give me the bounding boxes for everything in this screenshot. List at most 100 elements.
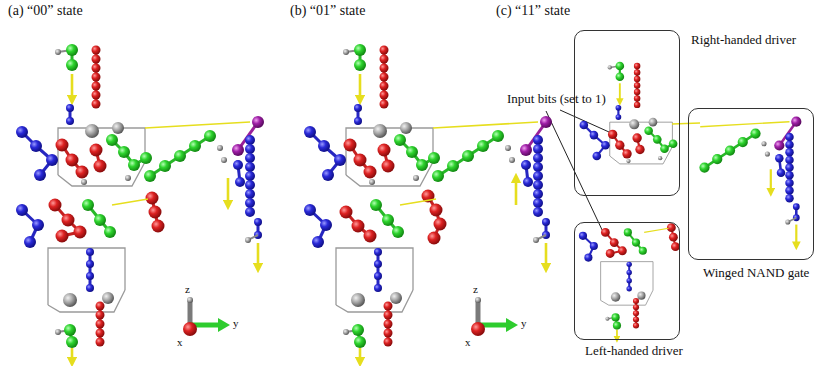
atom xyxy=(601,141,610,150)
atom xyxy=(233,160,243,170)
atom xyxy=(633,304,639,310)
atom xyxy=(637,292,645,300)
atom xyxy=(96,338,105,347)
atom xyxy=(92,46,101,55)
atom xyxy=(221,157,227,163)
group-label: Winged NAND gate xyxy=(703,266,809,281)
leader-line xyxy=(546,111,604,234)
atom xyxy=(76,166,89,179)
atom xyxy=(671,242,680,251)
atom xyxy=(629,119,639,129)
atom xyxy=(533,162,543,172)
atom xyxy=(81,179,87,185)
atom xyxy=(245,135,255,145)
atom xyxy=(633,310,639,316)
spin-arrow xyxy=(515,178,518,205)
atom xyxy=(245,237,251,243)
atom xyxy=(785,179,794,188)
atom xyxy=(785,219,790,224)
atom xyxy=(94,160,107,173)
atom xyxy=(352,324,364,336)
atom xyxy=(92,100,101,109)
atom xyxy=(85,124,99,138)
atom xyxy=(252,116,264,128)
atom xyxy=(92,73,101,82)
atom xyxy=(369,179,375,185)
atom xyxy=(634,69,640,75)
frame-bond xyxy=(336,290,413,312)
leader-lines xyxy=(546,110,609,234)
atom xyxy=(390,292,402,304)
atom xyxy=(616,72,625,81)
atom xyxy=(92,82,101,91)
atom xyxy=(615,141,624,150)
atom xyxy=(632,239,640,247)
atom xyxy=(533,171,543,181)
axis-label: x xyxy=(177,336,183,349)
atom xyxy=(90,144,103,157)
atom xyxy=(96,302,105,311)
atom xyxy=(622,149,631,158)
atom xyxy=(380,100,389,109)
atom xyxy=(86,284,94,292)
coupling-line xyxy=(145,122,250,128)
frame-bond xyxy=(336,248,413,305)
atom xyxy=(235,177,245,187)
atom xyxy=(370,199,382,211)
atom xyxy=(187,297,193,303)
atom xyxy=(245,162,255,172)
atom xyxy=(634,102,640,108)
atom xyxy=(66,336,78,348)
atom xyxy=(96,329,105,338)
spin-arrow xyxy=(770,169,772,192)
atom xyxy=(380,64,389,73)
atom xyxy=(382,160,395,173)
atom xyxy=(378,144,391,157)
axis-label: x xyxy=(465,336,471,349)
atom xyxy=(189,140,201,152)
atom xyxy=(471,322,485,336)
atom xyxy=(334,154,346,166)
atom xyxy=(533,180,543,190)
atom xyxy=(384,329,393,338)
atom xyxy=(785,186,794,195)
atom xyxy=(606,249,615,258)
atom xyxy=(610,238,619,247)
atom xyxy=(542,218,550,226)
atom xyxy=(626,270,631,275)
atom xyxy=(56,139,69,152)
frame-bond xyxy=(601,262,653,301)
atom xyxy=(509,157,515,163)
panel-title: (b) “01” state xyxy=(290,3,365,19)
panel-a-structure xyxy=(16,44,264,362)
atom xyxy=(354,59,366,71)
atom xyxy=(626,159,630,163)
atom xyxy=(712,154,722,164)
group-box: Left-handed driver xyxy=(574,222,680,340)
spin-arrow xyxy=(359,74,362,100)
axis-y-head xyxy=(218,318,230,332)
atom xyxy=(30,140,42,152)
gate-structure xyxy=(699,117,801,246)
coupling-line xyxy=(400,199,436,205)
atom xyxy=(584,253,592,261)
atom xyxy=(46,154,58,166)
coupling-line xyxy=(112,199,148,205)
atom xyxy=(318,140,330,152)
atom xyxy=(304,126,316,138)
atom xyxy=(667,223,676,232)
group-box: Winged NAND gate xyxy=(688,108,814,260)
atom xyxy=(462,150,474,162)
atom xyxy=(384,302,393,311)
atom xyxy=(791,117,801,127)
spin-arrow xyxy=(257,243,260,268)
atom xyxy=(118,146,130,158)
atom xyxy=(447,160,459,172)
atom xyxy=(380,91,389,100)
atom xyxy=(649,118,658,127)
atom xyxy=(352,220,365,233)
atom xyxy=(750,129,760,139)
atom xyxy=(92,64,101,73)
